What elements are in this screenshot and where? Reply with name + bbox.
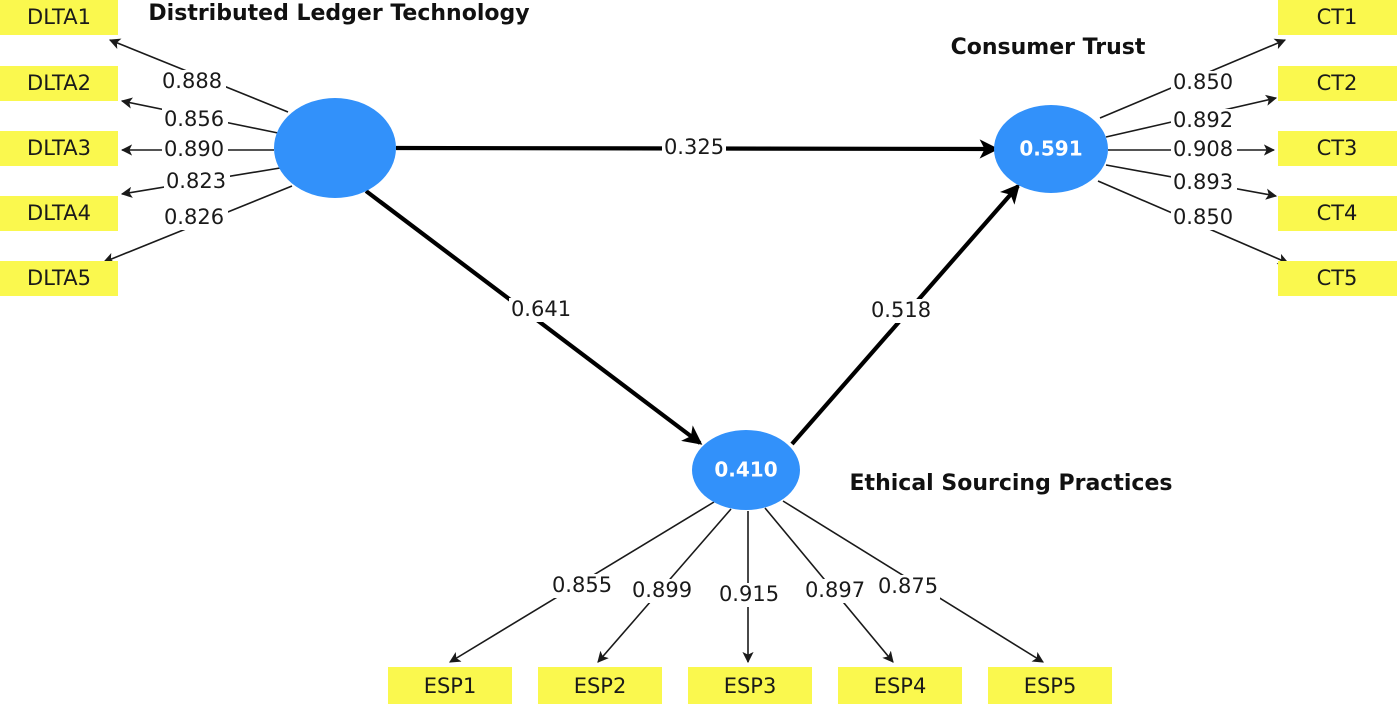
indicator-label: CT1	[1317, 5, 1358, 29]
construct-r-squared: 0.410	[714, 458, 777, 482]
indicator-label: CT3	[1317, 136, 1358, 160]
indicator-label: DLTA5	[27, 266, 91, 290]
indicator-label: DLTA3	[27, 136, 91, 160]
indicator-dlta2[interactable]: DLTA2	[0, 66, 118, 101]
construct-esp[interactable]: 0.410	[692, 430, 800, 510]
indicator-label: ESP3	[724, 674, 777, 698]
dlt-indicator-group: DLTA1 DLTA2 DLTA3 DLTA4 DLTA5	[0, 0, 118, 296]
indicator-label: DLTA1	[27, 5, 91, 29]
label-backdrops	[160, 70, 1237, 607]
indicator-dlta4[interactable]: DLTA4	[0, 196, 118, 231]
indicator-dlta3[interactable]: DLTA3	[0, 131, 118, 166]
construct-title-ct: Consumer Trust	[951, 35, 1146, 60]
loading-value-dlta4: 0.823	[166, 169, 226, 193]
loading-value-dlta1: 0.888	[162, 69, 222, 93]
path-coefficient-dlt-to-ct: 0.325	[664, 135, 724, 159]
indicator-ct5[interactable]: CT5	[1278, 261, 1397, 296]
loading-value-esp4: 0.897	[805, 578, 865, 602]
indicator-label: ESP4	[874, 674, 927, 698]
loading-value-ct3: 0.908	[1173, 137, 1233, 161]
loading-value-esp5: 0.875	[878, 574, 938, 598]
esp-indicator-group: ESP1 ESP2 ESP3 ESP4 ESP5	[388, 667, 1112, 704]
loading-value-dlta2: 0.856	[164, 107, 224, 131]
indicator-ct2[interactable]: CT2	[1278, 66, 1397, 101]
construct-title-esp: Ethical Sourcing Practices	[850, 471, 1173, 496]
construct-dlt[interactable]	[274, 98, 396, 198]
loading-value-esp1: 0.855	[552, 573, 612, 597]
indicator-ct4[interactable]: CT4	[1278, 196, 1397, 231]
ct-indicator-group: CT1 CT2 CT3 CT4 CT5	[1278, 0, 1397, 296]
loading-value-ct1: 0.850	[1173, 70, 1233, 94]
construct-ct[interactable]: 0.591	[994, 105, 1108, 193]
construct-r-squared: 0.591	[1019, 137, 1082, 161]
structural-paths	[364, 139, 1020, 446]
indicator-dlta5[interactable]: DLTA5	[0, 261, 118, 296]
path-coefficient-dlt-to-esp: 0.641	[511, 297, 571, 321]
indicator-esp3[interactable]: ESP3	[688, 667, 812, 704]
indicator-label: ESP2	[574, 674, 627, 698]
indicator-ct1[interactable]: CT1	[1278, 0, 1397, 35]
loading-value-ct4: 0.893	[1173, 170, 1233, 194]
indicator-label: CT5	[1317, 266, 1358, 290]
indicator-esp2[interactable]: ESP2	[538, 667, 662, 704]
indicator-label: ESP5	[1024, 674, 1077, 698]
indicator-label: DLTA2	[27, 71, 91, 95]
loading-value-dlta5: 0.826	[164, 205, 224, 229]
loading-value-ct2: 0.892	[1173, 108, 1233, 132]
loading-value-esp3: 0.915	[719, 582, 779, 606]
indicator-esp1[interactable]: ESP1	[388, 667, 512, 704]
indicator-esp4[interactable]: ESP4	[838, 667, 962, 704]
indicator-ct3[interactable]: CT3	[1278, 131, 1397, 166]
indicator-label: CT4	[1317, 201, 1358, 225]
indicator-label: CT2	[1317, 71, 1358, 95]
loading-value-ct5: 0.850	[1173, 205, 1233, 229]
indicator-label: ESP1	[424, 674, 477, 698]
indicator-label: DLTA4	[27, 201, 91, 225]
path-coefficient-esp-to-ct: 0.518	[871, 298, 931, 322]
loading-value-esp2: 0.899	[632, 578, 692, 602]
indicator-esp5[interactable]: ESP5	[988, 667, 1112, 704]
construct-title-dlt: Distributed Ledger Technology	[148, 1, 529, 26]
indicator-dlta1[interactable]: DLTA1	[0, 0, 118, 35]
loading-value-dlta3: 0.890	[164, 137, 224, 161]
